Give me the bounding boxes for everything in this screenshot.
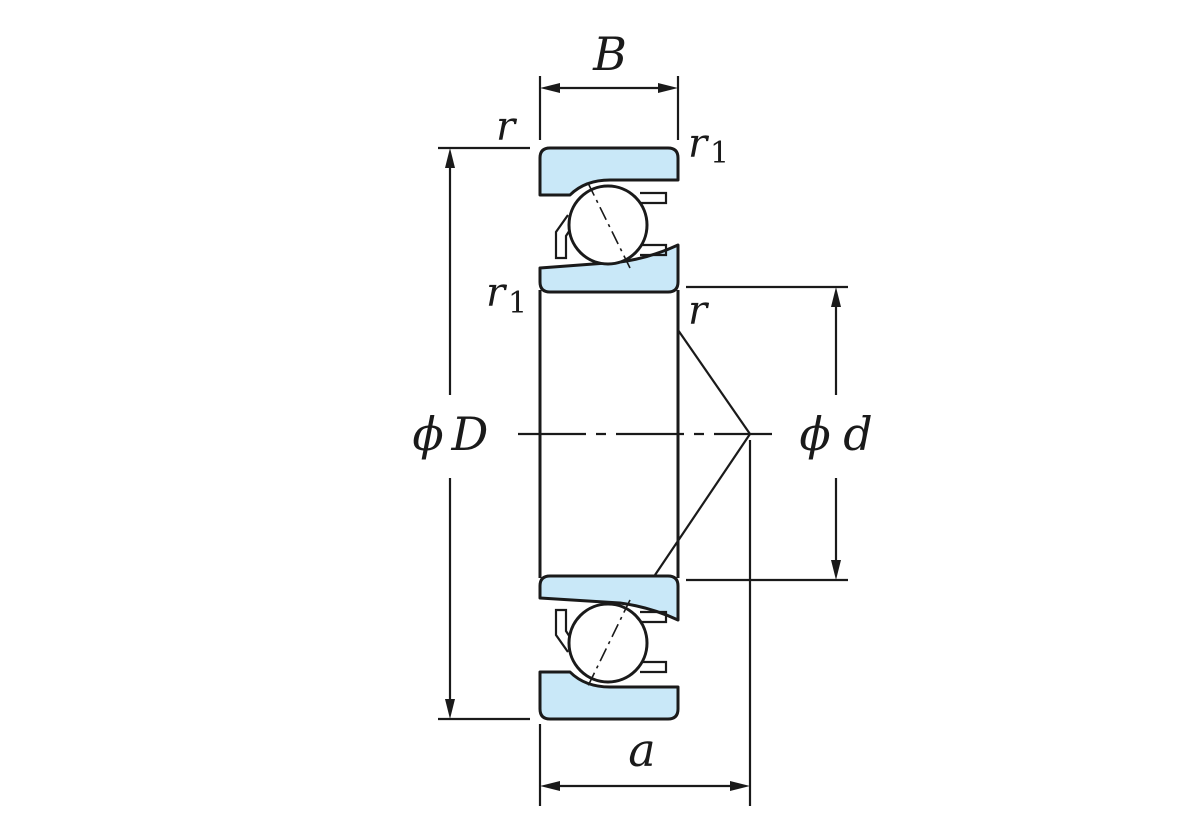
inner-ring-bottom [538, 574, 680, 622]
ball-bottom [567, 602, 649, 684]
chamfer-r-top-left: r [496, 104, 518, 150]
chamfer-r-mid-right: r [688, 288, 710, 334]
phi-symbol-outer: ϕ [412, 407, 443, 461]
cage-top [554, 191, 668, 260]
outer-diameter-label: D [451, 407, 489, 461]
chamfer-r1-mid-left: r 1 [486, 270, 527, 321]
chamfer-r1-subscript: 1 [508, 286, 527, 321]
outer-ring-bottom [538, 670, 680, 721]
chamfer-r1-symbol: r [486, 270, 508, 316]
contact-line-top [587, 182, 631, 269]
inner-ring-top [538, 243, 680, 294]
chamfer-r1-subscript: 1 [710, 136, 729, 171]
chamfer-r1-symbol: r [688, 121, 710, 167]
contact-line-bottom [587, 599, 631, 687]
cage-bottom [554, 608, 668, 674]
load-center-label: a [628, 723, 655, 777]
bore-diameter-label: d [843, 407, 872, 461]
dimension-bore-diameter: ϕ d [686, 285, 873, 582]
load-line-bottom [654, 433, 751, 576]
outer-ring-top [538, 146, 680, 197]
dimension-load-center: a [538, 440, 752, 806]
bearing-section [538, 146, 680, 721]
dimension-outer-diameter: ϕ D [412, 146, 530, 721]
width-label: B [592, 27, 627, 81]
load-line-top [677, 329, 751, 435]
phi-symbol-bore: ϕ [799, 407, 830, 461]
dimension-width: B [538, 27, 680, 140]
chamfer-r1-top-right: r 1 [688, 121, 729, 171]
